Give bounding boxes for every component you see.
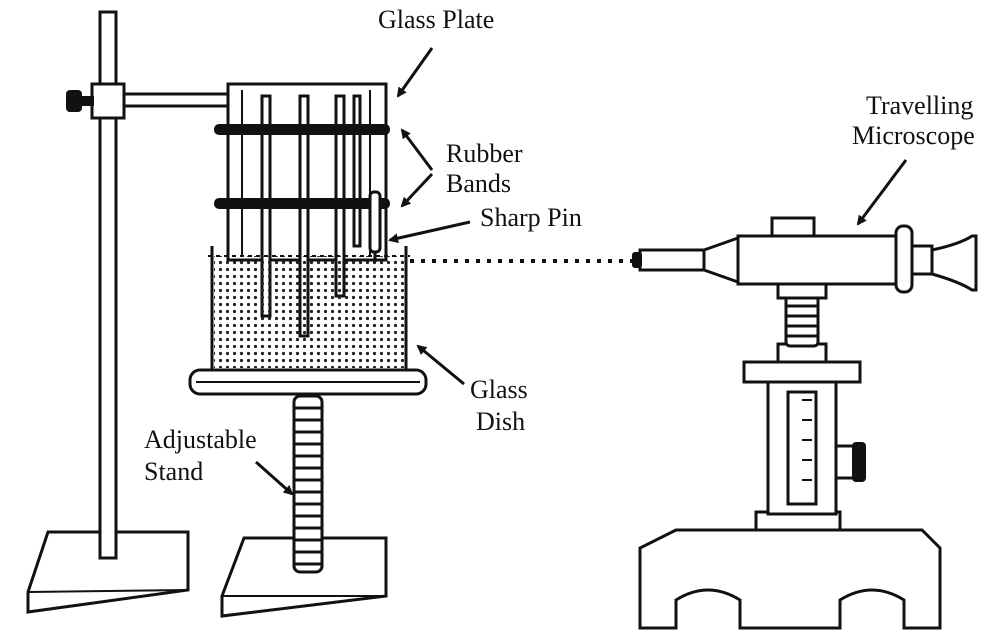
label-travelling-microscope-line1: Travelling — [866, 91, 973, 120]
clamp-screw-knob — [66, 90, 82, 112]
retort-stand — [26, 10, 234, 614]
arrow-glass-dish — [416, 344, 465, 386]
glass-dish — [188, 246, 428, 396]
label-glass-dish-line2: Dish — [476, 407, 525, 436]
label-glass-plate: Glass Plate — [378, 5, 494, 34]
microscope-tube — [736, 234, 910, 286]
clamp-arm — [122, 92, 234, 108]
arrow-travelling-microscope — [856, 159, 908, 226]
eyepiece — [930, 234, 978, 292]
label-glass-dish-line1: Glass — [470, 375, 528, 404]
label-rubber-bands-line2: Bands — [446, 169, 511, 198]
label-rubber-bands-line1: Rubber — [446, 139, 523, 168]
rubber-bands — [214, 124, 390, 209]
adjustable-stand — [220, 394, 388, 618]
vertical-adjust-knob — [834, 444, 856, 480]
label-adjustable-stand-line1: Adjustable — [144, 425, 257, 454]
adjustable-stand-screw — [292, 394, 324, 574]
arrow-rubber-band-top — [400, 128, 434, 171]
label-sharp-pin: Sharp Pin — [480, 203, 582, 232]
label-travelling-microscope-line2: Microscope — [852, 121, 975, 150]
travelling-microscope — [632, 216, 978, 630]
arrow-adjustable-stand — [255, 460, 294, 496]
arrow-glass-plate — [396, 47, 434, 98]
arrow-rubber-band-bottom — [400, 172, 434, 208]
screw-threads — [294, 406, 322, 566]
microscope-focus-screw — [784, 294, 820, 348]
label-adjustable-stand-line2: Stand — [144, 457, 203, 486]
objective-lens — [702, 235, 740, 285]
retort-stand-rod — [98, 10, 118, 560]
pointer-arrows — [255, 47, 908, 496]
clamp-boss — [90, 82, 126, 120]
microscope-base — [638, 528, 942, 630]
sharp-pin — [368, 190, 382, 262]
arrow-sharp-pin — [388, 220, 471, 244]
water — [214, 256, 404, 368]
vernier-scale — [786, 390, 818, 506]
